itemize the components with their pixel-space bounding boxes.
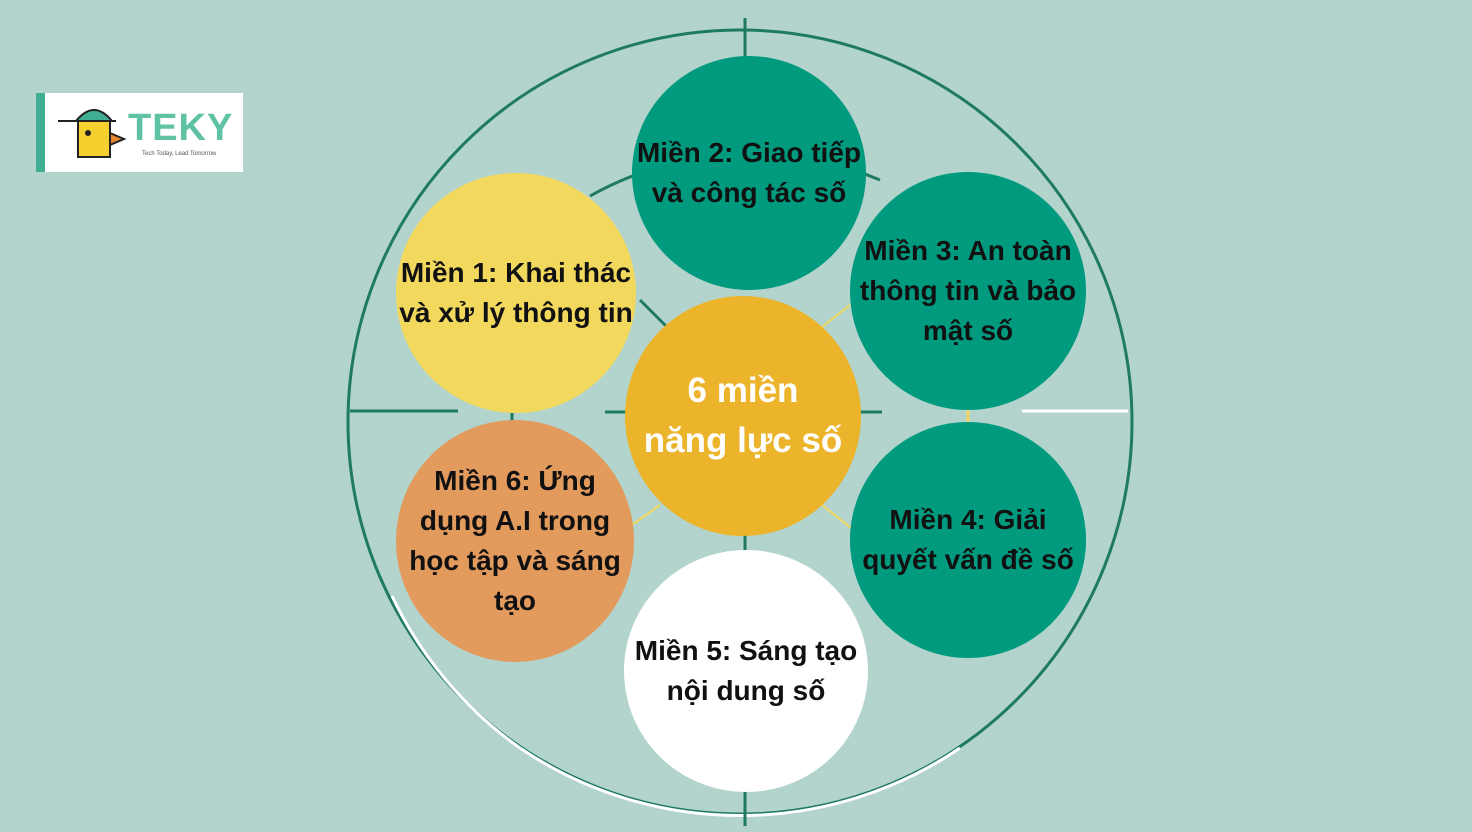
ring-highlight-left — [390, 595, 521, 750]
domain-5-label: Miền 5: Sáng tạo nội dung số — [634, 635, 858, 706]
domain-6-circle: Miền 6: Ứng dụng A.I trong học tập và sá… — [396, 420, 634, 662]
domain-6-label: Miền 6: Ứng dụng A.I trong học tập và sá… — [409, 465, 621, 616]
center-label: 6 miền năng lực số — [643, 371, 843, 460]
domain-1-circle: Miền 1: Khai thác và xử lý thông tin — [396, 173, 636, 413]
domain-1-label: Miền 1: Khai thác và xử lý thông tin — [399, 257, 633, 328]
center-circle: 6 miền năng lực số — [625, 296, 861, 536]
domain-5-circle: Miền 5: Sáng tạo nội dung số — [624, 550, 868, 792]
domain-4-label: Miền 4: Giải quyết vấn đề số — [862, 504, 1074, 575]
outer-ring — [346, 28, 1134, 816]
domain-2-circle: Miền 2: Giao tiếp và công tác số — [632, 56, 866, 290]
domain-2-label: Miền 2: Giao tiếp và công tác số — [636, 137, 862, 208]
duck-mascot-icon — [58, 109, 127, 158]
ring-highlight-bottom — [519, 746, 961, 817]
logo-accent-bar — [36, 93, 45, 172]
domain-3-label: Miền 3: An toàn thông tin và bảo mật số — [859, 235, 1077, 346]
spoke-d3 — [821, 304, 851, 328]
domain-3-circle: Miền 3: An toàn thông tin và bảo mật số — [850, 172, 1086, 410]
logo-wordmark: TEKY — [128, 107, 234, 149]
domain-4-circle: Miền 4: Giải quyết vấn đề số — [850, 422, 1086, 658]
logo-tagline: Tech Today, Lead Tomorrow — [142, 151, 217, 157]
teky-logo: TEKY Tech Today, Lead Tomorrow — [36, 93, 243, 172]
